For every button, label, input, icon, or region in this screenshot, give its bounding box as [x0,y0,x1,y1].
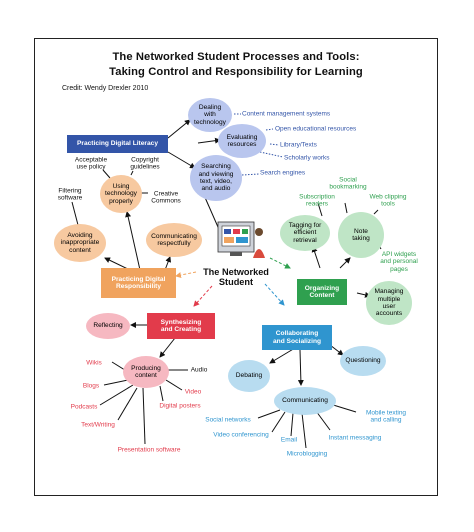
student-computer-icon [217,221,265,258]
connector-producing-video [165,379,183,391]
label-mobile-texting-calling: Mobile texting and calling [365,409,407,424]
connector-org-tagging [311,246,321,269]
title-line-2: Taking Control and Responsibility for Le… [109,66,363,78]
connector-comm-micro [301,412,307,449]
connector-tagging-subscription [317,202,323,217]
dealing-with-technology-node[interactable]: Dealing with technology [188,98,232,132]
connector-usingtech-aup [102,169,111,179]
connector-resp-communicating [164,256,172,271]
connector-resp-usingtech [125,211,141,271]
label-content-management-systems: Content management systems [242,110,331,118]
leader-search [241,173,260,176]
connector-producing-presentation [142,387,146,445]
label-email: Email [280,436,298,444]
diagram-frame [34,38,438,496]
label-creative-commons: Creative Commons [151,190,181,205]
questioning-node[interactable]: Questioning [340,346,386,376]
connector-comm-im [315,410,331,431]
debating-node[interactable]: Debating [228,360,270,392]
avoiding-inappropriate-content-node[interactable]: Avoiding inappropriate content [54,224,106,262]
connector-literacy-searching [167,151,196,169]
reflecting-node[interactable]: Reflecting [86,313,130,339]
tagging-for-retrieval-node[interactable]: Tagging for efficient retrieval [280,215,330,251]
label-api-widgets: API widgets and personal pages [380,250,418,273]
practicing-digital-literacy-box[interactable]: Practicing Digital Literacy [67,135,168,153]
connector-comm-video [271,411,286,433]
leader-scholarly [259,151,284,158]
arrow-center-responsibility [175,271,197,278]
label-subscription-readers: Subscription readers [299,193,335,208]
connector-note-bookmarking [344,202,348,214]
label-podcasts: Podcasts [70,403,98,411]
leader-oer [265,128,274,131]
label-video: Video [184,388,202,396]
label-audio: Audio [190,366,208,374]
label-wikis: Wikis [86,359,102,367]
connector-producing-podcasts [99,384,134,406]
label-blogs: Blogs [82,382,100,390]
connector-collab-questioning [329,344,344,356]
communicating-respectfully-node[interactable]: Communicating respectfully [146,223,202,257]
label-presentation-software: Presentation software [117,446,181,454]
networked-student-center: The Networked Student [203,266,269,288]
label-microblogging: Microblogging [286,450,328,458]
synthesizing-and-creating-box[interactable]: Synthesizing and Creating [147,313,215,339]
connector-producing-blogs [103,379,129,386]
label-web-clipping-tools: Web clipping tools [369,193,407,208]
label-social-networks: Social networks [205,416,251,424]
connector-org-note [339,257,351,269]
managing-user-accounts-node[interactable]: Managing multiple user accounts [366,281,412,325]
title-line-1: The Networked Student Processes and Tool… [112,51,360,63]
label-instant-messaging: Instant messaging [328,434,382,442]
label-scholarly-works: Scholarly works [284,154,330,162]
communicating-node[interactable]: Communicating [274,387,336,415]
connector-note-webclip [373,209,379,215]
connector-producing-text [117,387,138,421]
collaborating-and-socializing-box[interactable]: Collaborating and Socializing [262,325,332,350]
label-open-educational-resources: Open educational resources [275,125,357,133]
organizing-content-box[interactable]: Organizing Content [297,279,347,305]
connector-literacy-evaluating [197,137,221,144]
label-filtering-software: Filtering software [57,187,83,202]
label-video-conferencing: Video conferencing [213,431,269,439]
label-social-bookmarking: Social bookmarking [329,176,367,191]
practicing-digital-responsibility-box[interactable]: Practicing Digital Responsibility [101,268,176,298]
label-digital-posters: Digital posters [159,402,201,410]
evaluating-resources-node[interactable]: Evaluating resources [218,124,266,158]
connector-producing-posters [159,385,164,402]
connector-comm-social [257,409,281,419]
connector-avoiding-filtering [71,201,79,226]
connector-synth-producing [159,337,176,358]
connector-collab-communicating [297,349,304,386]
note-taking-node[interactable]: Note taking [338,212,384,258]
label-acceptable-use-policy: Acceptable use policy [74,156,108,171]
connector-usingtech-copyright [130,170,134,176]
arrow-center-organizing [269,257,291,269]
using-technology-properly-node[interactable]: Using technology properly [100,175,142,213]
connector-literacy-dealing [167,119,191,139]
leader-library [269,143,280,146]
label-text-writing: Text/Writing [81,421,115,429]
credit: Credit: Wendy Drexler 2010 [62,85,149,92]
producing-content-node[interactable]: Producing content [123,356,169,388]
connector-comm-email [290,412,294,437]
label-search-engines: Search engines [260,169,306,177]
label-library-texts: Library/Texts [280,141,317,149]
searching-viewing-node[interactable]: Searching and viewing text, video, and a… [190,155,242,201]
arrow-center-synthesizing [193,285,213,307]
label-copyright-guidelines: Copyright guidelines [130,156,160,171]
